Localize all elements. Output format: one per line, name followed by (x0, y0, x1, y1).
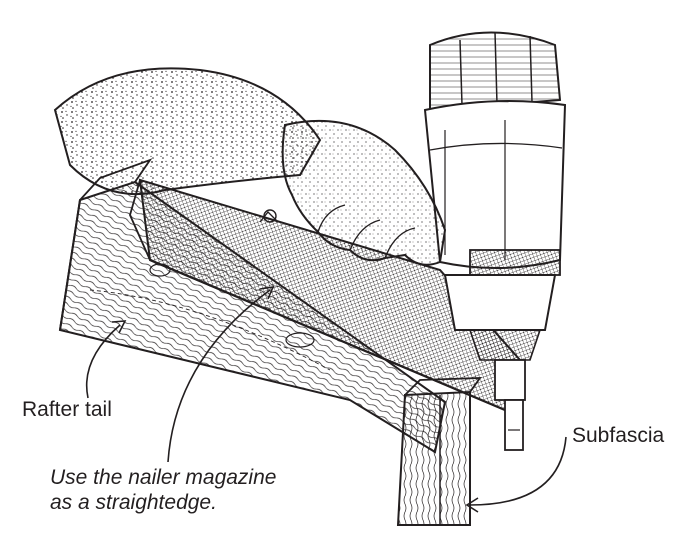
sleeve (53, 67, 322, 196)
nail-gun (423, 31, 567, 451)
subfascia-leader (465, 436, 567, 513)
caption-leader (167, 285, 275, 463)
gloved-hand (281, 119, 447, 266)
subfascia-label: Subfascia (572, 424, 665, 447)
caption-line-1: Use the nailer magazine (50, 466, 277, 489)
rafter-tail-leader (85, 320, 127, 399)
subfascia-board (396, 377, 482, 526)
caption: Use the nailer magazine as a straightedg… (50, 465, 276, 515)
rafter-tail-label: Rafter tail (22, 398, 112, 421)
caption-line-2: as a straightedge. (50, 491, 217, 514)
